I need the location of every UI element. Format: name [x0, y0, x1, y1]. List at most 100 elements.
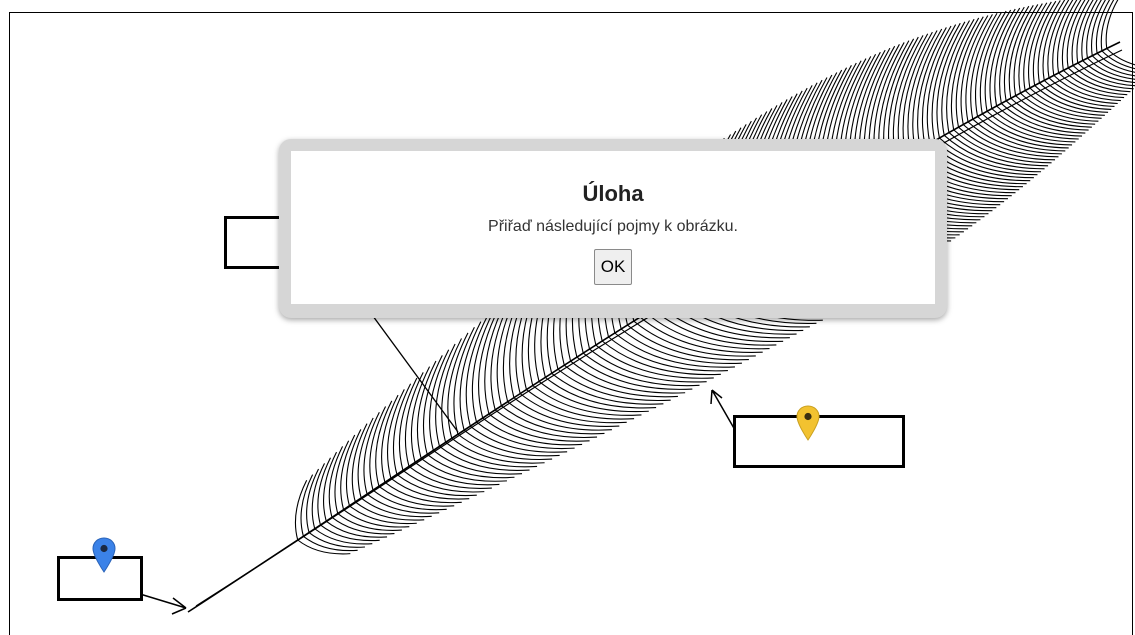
label-box-right[interactable]: [733, 415, 905, 468]
feather-barb: [1018, 3, 1043, 94]
feather-barb: [582, 352, 700, 387]
feather-barb: [614, 332, 735, 368]
feather-barb: [360, 497, 432, 518]
feather-barb: [1081, 0, 1098, 61]
feather-barb: [482, 417, 583, 446]
feather-barb: [300, 474, 314, 537]
feather-barb: [1067, 67, 1131, 93]
feather-barb: [369, 406, 387, 491]
feather-barb: [931, 22, 961, 141]
feather-barb: [1071, 0, 1090, 66]
feather-barb: [445, 441, 538, 468]
feather-barb: [1106, 48, 1135, 66]
feather-barb: [936, 21, 966, 139]
feather-barb: [453, 326, 475, 435]
feather-barb: [384, 481, 462, 504]
feather-barb: [363, 411, 380, 495]
feather-barb: [501, 405, 605, 435]
feather-barb: [991, 108, 1079, 140]
feather-barb: [633, 320, 756, 357]
feather-barb: [372, 489, 447, 511]
feather-barb: [1003, 5, 1030, 101]
feather-barb: [323, 451, 338, 522]
feather-barb: [1042, 0, 1066, 81]
feather-barb: [1101, 50, 1135, 70]
feather-barb: [328, 446, 344, 518]
feather-barb: [576, 356, 693, 390]
feather-barb: [343, 509, 410, 528]
feather-barb: [589, 348, 707, 383]
feather-barb: [390, 477, 470, 500]
feather-barb: [1047, 0, 1070, 78]
feather-barb: [381, 394, 399, 483]
feather-barb: [366, 493, 440, 514]
feather-barb: [1013, 4, 1039, 96]
feather-barb: [972, 118, 1066, 152]
feather-barb: [422, 355, 443, 455]
feather-barb: [975, 11, 1003, 117]
pointer-arrow-right: [710, 389, 736, 431]
feather-barb: [595, 344, 714, 379]
feather-barb: [1043, 79, 1115, 108]
feather-barb: [620, 328, 742, 365]
feather-barb: [943, 134, 1045, 170]
feather-barb: [948, 132, 1049, 167]
feather-barb: [1077, 62, 1135, 87]
feather-barb: [439, 445, 530, 471]
feather-barb: [1087, 57, 1135, 80]
feather-barb: [1048, 77, 1118, 105]
feather-barb: [538, 381, 649, 413]
feather-barb: [1066, 0, 1086, 69]
feather-barb: [469, 425, 568, 453]
feather-barb: [471, 310, 495, 423]
feather-barb: [979, 10, 1007, 114]
feather-barb: [917, 27, 947, 150]
feather-barb: [1062, 70, 1128, 96]
task-dialog-content: Úloha Přiřaď následující pojmy k obrázku…: [291, 151, 935, 304]
feather-barb: [639, 316, 763, 354]
feather-barb: [1086, 0, 1102, 59]
feather-barb: [608, 336, 728, 372]
feather-barb: [1027, 1, 1052, 89]
feather-barb: [946, 18, 975, 133]
feather-barb: [463, 429, 560, 457]
feather-barb: [432, 449, 523, 475]
feather-barb: [1076, 0, 1094, 64]
feather-barb: [977, 116, 1069, 149]
feather-barb: [465, 315, 488, 427]
feather-barb: [386, 389, 405, 479]
feather-barb: [408, 465, 492, 489]
feather-barb: [989, 8, 1016, 109]
feather-barb: [392, 383, 412, 475]
feather-barb: [1000, 103, 1086, 134]
map-pin-icon[interactable]: [92, 537, 116, 573]
feather-barb: [984, 9, 1012, 112]
feather-barb: [570, 360, 686, 394]
feather-barb: [426, 453, 515, 479]
feather-barb: [351, 423, 368, 503]
feather-barb: [1056, 0, 1078, 73]
feather-barb: [1095, 0, 1111, 54]
feather-barb: [507, 401, 612, 431]
map-pin-icon[interactable]: [796, 405, 820, 441]
feather-barb: [958, 126, 1056, 161]
feather-barb: [402, 469, 485, 493]
feather-barb: [331, 516, 395, 535]
feather-barb: [1082, 60, 1135, 84]
feather-barb: [435, 343, 456, 447]
feather-barb: [941, 20, 970, 136]
ok-button[interactable]: OK: [593, 249, 633, 285]
feather-barb: [297, 539, 351, 555]
feather-barb: [337, 513, 402, 531]
feather-barb: [970, 12, 998, 120]
feather-barb: [334, 440, 350, 514]
feather-barb: [953, 129, 1052, 164]
feather-barb: [308, 532, 365, 548]
feather-barb: [345, 429, 362, 506]
feather-barb: [1091, 0, 1106, 56]
feather-barb: [912, 28, 943, 152]
feather-barb: [317, 457, 331, 526]
feather-barb: [420, 457, 507, 482]
feather-barb: [996, 105, 1083, 137]
feather-barb: [340, 434, 356, 510]
